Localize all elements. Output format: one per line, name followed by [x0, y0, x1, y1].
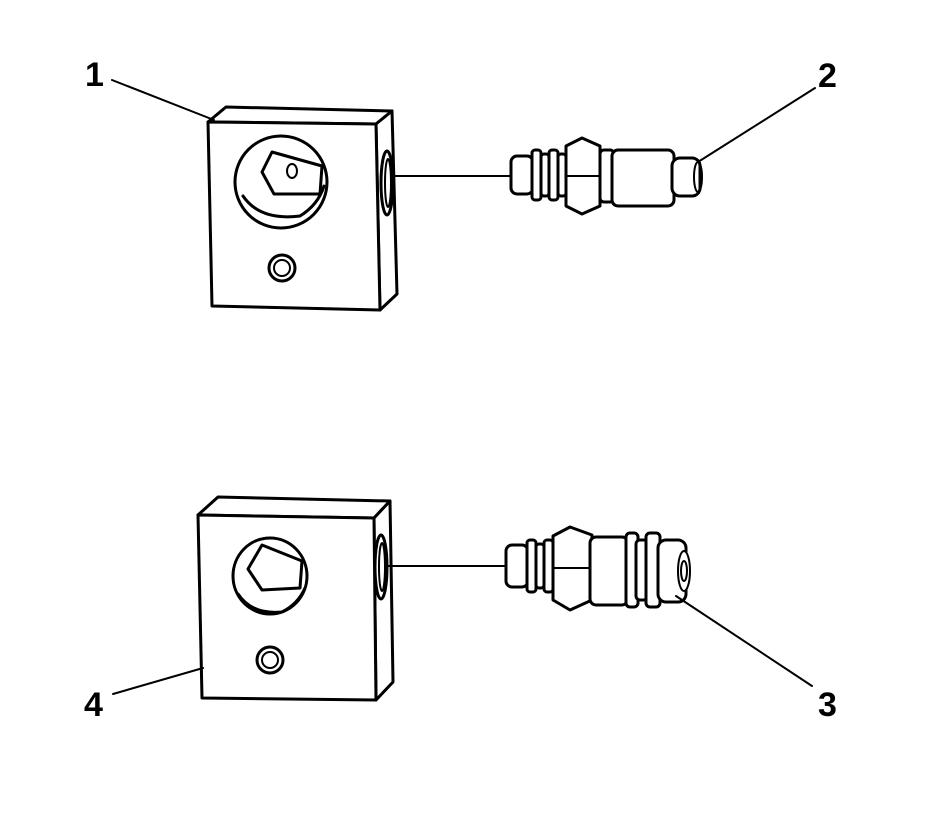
callout-4: 4	[84, 686, 103, 724]
callout-1: 1	[85, 56, 104, 94]
callout-2: 2	[818, 57, 837, 95]
callout-3: 3	[818, 686, 837, 724]
leader-line-2	[697, 87, 816, 163]
valve-block-top	[206, 105, 399, 312]
leader-line-3	[675, 595, 813, 687]
fitting-bottom	[504, 525, 691, 612]
valve-block-bottom	[196, 495, 395, 702]
leader-line-4	[112, 667, 204, 695]
leader-line-1	[111, 79, 215, 121]
fitting-top	[509, 136, 703, 216]
